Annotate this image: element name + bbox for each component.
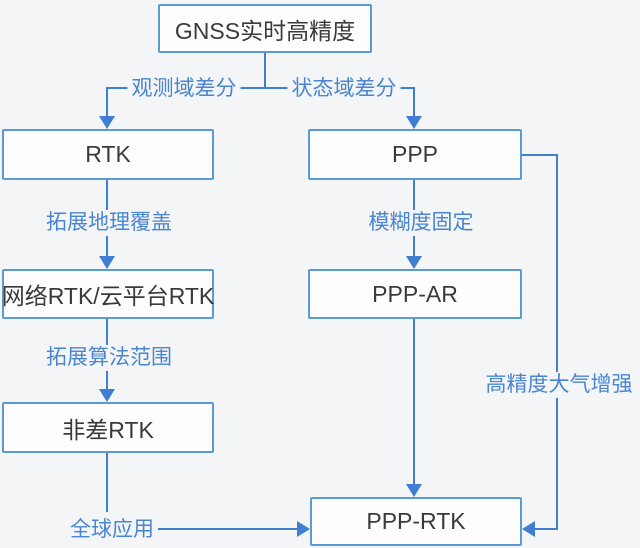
edge-label-obs-domain: 观测域差分 [127, 75, 241, 103]
arrowhead-down-ppp-rtk-icon [406, 484, 422, 497]
arrowhead-down-network-rtk-icon [99, 256, 115, 269]
edge-ppp-ar-to-ppp-rtk [413, 319, 415, 484]
arrowhead-down-ppp-ar-icon [406, 256, 422, 269]
node-ppp-rtk: PPP-RTK [310, 497, 522, 546]
edge-bypass-vertical [556, 154, 558, 530]
edge-bypass-bottom [535, 528, 558, 530]
node-gnss: GNSS实时高精度 [158, 4, 372, 53]
edge-label-atmos-aug: 高精度大气增强 [481, 371, 637, 399]
node-ppp-ar: PPP-AR [308, 269, 522, 319]
node-rtk: RTK [2, 129, 214, 180]
node-ppp: PPP [308, 129, 522, 180]
edge-undiff-rtk-down [106, 453, 108, 512]
edge-branch-horizontal [106, 87, 415, 89]
arrowhead-right-ppp-rtk-icon [297, 521, 310, 537]
arrowhead-left-ppp-rtk-icon [522, 521, 535, 537]
arrowhead-down-rtk-icon [99, 116, 115, 129]
arrowhead-down-ppp-icon [406, 116, 422, 129]
edge-label-global-app: 全球应用 [66, 516, 158, 544]
arrowhead-down-undiff-rtk-icon [99, 389, 115, 402]
edge-bypass-top [522, 154, 558, 156]
node-network-rtk: 网络RTK/云平台RTK [2, 269, 214, 319]
edge-label-expand-algo: 拓展算法范围 [42, 344, 176, 372]
node-undiff-rtk: 非差RTK [2, 402, 214, 453]
edge-label-state-domain: 状态域差分 [287, 75, 401, 103]
edge-gnss-stem [264, 53, 266, 88]
edge-label-expand-geo: 拓展地理覆盖 [42, 209, 176, 237]
edge-global-to-ppp-rtk [156, 528, 297, 530]
edge-branch-to-ppp [413, 87, 415, 116]
edge-branch-to-rtk [106, 87, 108, 116]
edge-label-ambiguity-fix: 模糊度固定 [364, 209, 478, 237]
